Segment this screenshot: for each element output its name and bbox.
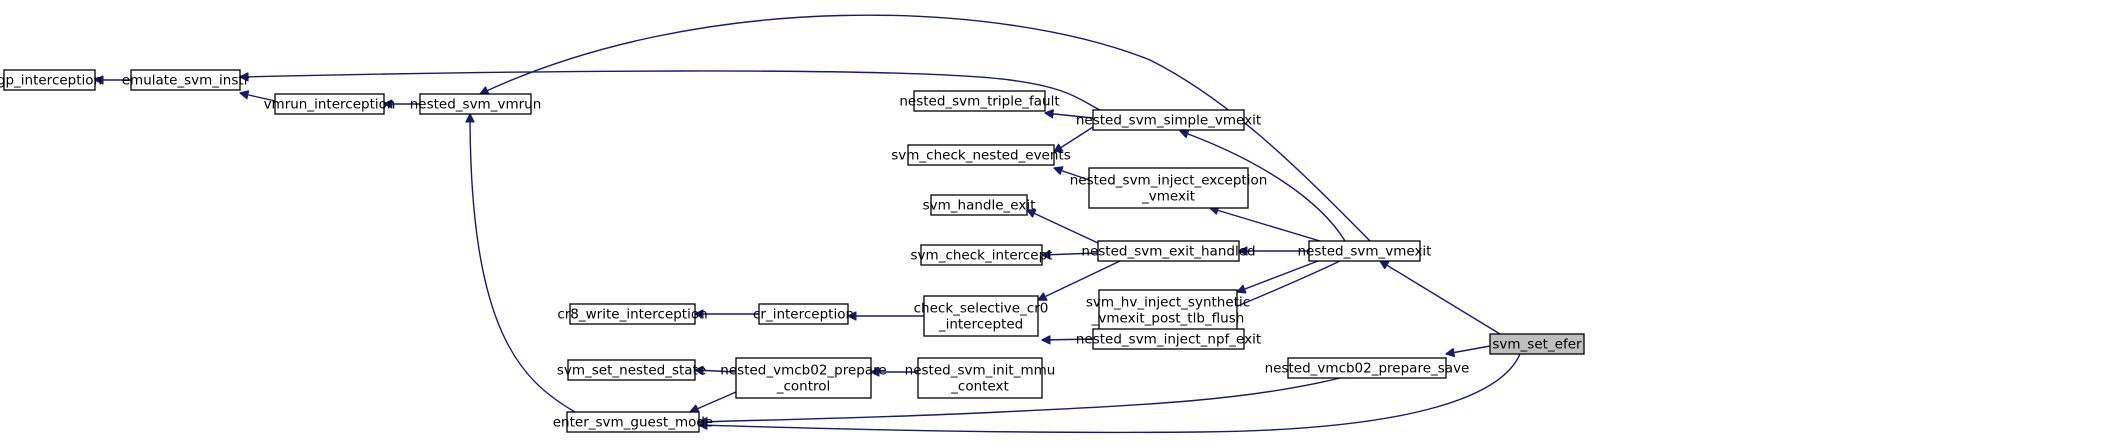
node-nested-svm-triple-fault[interactable]: nested_svm_triple_fault (899, 90, 1060, 112)
node-box (735, 357, 872, 399)
node-box (3, 69, 96, 91)
node-label: svm_check_intercept (911, 248, 1053, 264)
node-nested-svm-inject-npf-exit[interactable]: nested_svm_inject_npf_exit (1076, 328, 1261, 350)
node-box (1088, 167, 1249, 209)
node-box (1098, 289, 1238, 331)
node-label: cr8_write_interception (557, 307, 707, 323)
node-label: nested_svm_inject_npf_exit (1076, 332, 1261, 348)
node-label: svm_check_nested_events (891, 148, 1071, 164)
node-box (569, 303, 696, 325)
node-label: _vmexit_post_tlb_flush (1091, 311, 1245, 327)
node-label: vmrun_interception (264, 97, 396, 113)
node-label: nested_svm_init_mmu (905, 363, 1056, 379)
edge-nested_svm_simple_vmexit-to-svm_check_nested_events (1054, 126, 1094, 152)
node-label: _control (776, 379, 831, 395)
node-svm-handle-exit[interactable]: svm_handle_exit (923, 194, 1036, 216)
node-label: nested_svm_inject_exception (1070, 173, 1268, 189)
node-layer: gp_interception emulate_svm_instr vmrun_in… (0, 69, 1585, 433)
edge-nested_svm_simple_vmexit-to-nested_svm_triple_fault (1045, 113, 1094, 119)
node-label: nested_svm_exit_handled (1081, 244, 1255, 260)
node-label: svm_set_efer (1492, 337, 1582, 353)
edge-nested_svm_exit_handled-to-check_selective_cr0_intercepted (1038, 260, 1121, 300)
node-label: nested_svm_vmexit (1298, 244, 1432, 260)
node-label: svm_handle_exit (923, 198, 1036, 214)
node-box (917, 357, 1043, 399)
node-enter-svm-guest-mode[interactable]: enter_svm_guest_mode (553, 411, 713, 433)
edge-nested_svm_vmexit-to-svm_hv_inject_synthetic_vmexit_post_tlb_flush (1237, 260, 1319, 292)
node-vmrun-interception[interactable]: vmrun_interception (264, 93, 396, 115)
node-label: nested_vmcb02_prepare (720, 363, 886, 379)
node-gp-interception[interactable]: gp_interception (0, 69, 102, 91)
node-nested-svm-exit-handled[interactable]: nested_svm_exit_handled (1081, 240, 1256, 262)
node-svm-hv-inject-synthetic-vmexit-post-tlb-flush[interactable]: svm_hv_inject_synthetic_vmexit_post_tlb_… (1086, 289, 1250, 331)
edge-layer (95, 14, 1521, 434)
node-label: nested_svm_triple_fault (899, 94, 1059, 110)
node-label: svm_set_nested_state (557, 363, 706, 379)
node-check-selective-cr0-intercepted[interactable]: check_selective_cr0_intercepted (914, 295, 1049, 337)
edge-nested_vmcb02_prepare_control-to-svm_set_nested_state (695, 370, 737, 372)
node-box (1092, 328, 1245, 350)
node-svm-set-nested-state[interactable]: svm_set_nested_state (557, 359, 706, 381)
node-nested-svm-simple-vmexit[interactable]: nested_svm_simple_vmexit (1076, 109, 1261, 131)
node-label: nested_svm_vmrun (410, 97, 542, 113)
node-nested-svm-init-mmu-context[interactable]: nested_svm_init_mmu_context (905, 357, 1056, 399)
node-label: _intercepted (938, 317, 1023, 333)
node-box (1489, 333, 1585, 355)
node-label: enter_svm_guest_mode (553, 415, 713, 431)
node-label: _vmexit (1141, 189, 1195, 205)
edge-svm_set_efer-to-nested_vmcb02_prepare_save (1446, 345, 1491, 354)
node-nested-svm-inject-exception-vmexit[interactable]: nested_svm_inject_exception_vmexit (1070, 167, 1268, 209)
node-nested-vmcb02-prepare-control[interactable]: nested_vmcb02_prepare_control (720, 357, 887, 399)
node-label: gp_interception (0, 73, 102, 89)
node-svm-set-efer[interactable]: svm_set_efer (1489, 333, 1585, 355)
edge-nested_svm_simple_vmexit-to-emulate_svm_instr (240, 70, 1101, 111)
edge-nested_svm_inject_npf_exit-to-nested_svm_init_mmu_context (1042, 339, 1094, 340)
node-label: _context (950, 379, 1009, 395)
node-emulate-svm-instr[interactable]: emulate_svm_instr (122, 69, 250, 91)
edge-enter_svm_guest_mode-to-nested_svm_vmrun (470, 114, 576, 413)
node-label: cr_interception (753, 307, 854, 323)
node-box (1287, 357, 1447, 379)
node-cr8-write-interception[interactable]: cr8_write_interception (557, 303, 708, 325)
edge-svm_set_efer-to-enter_svm_guest_mode (699, 353, 1521, 434)
node-box (923, 295, 1039, 337)
edge-nested_vmcb02_prepare_save-to-enter_svm_guest_mode (699, 377, 1341, 422)
node-nested-vmcb02-prepare-save[interactable]: nested_vmcb02_prepare_save (1265, 357, 1470, 379)
node-box (1092, 109, 1245, 131)
node-nested-svm-vmrun[interactable]: nested_svm_vmrun (410, 93, 542, 115)
edge-vmrun_interception-to-emulate_svm_instr (240, 93, 276, 102)
edge-nested_svm_exit_handled-to-svm_check_intercept (1042, 253, 1099, 255)
edge-nested_svm_vmexit-to-nested_svm_vmrun (480, 14, 1371, 242)
edge-nested_svm_vmexit-to-nested_svm_inject_exception_vmexit (1210, 208, 1321, 242)
node-box (567, 359, 696, 381)
node-cr-interception[interactable]: cr_interception (753, 303, 854, 325)
node-svm-check-nested-events[interactable]: svm_check_nested_events (891, 144, 1071, 166)
edge-nested_svm_exit_handled-to-svm_handle_exit (1027, 210, 1099, 244)
node-label: nested_svm_simple_vmexit (1076, 113, 1261, 129)
node-box (758, 303, 849, 325)
node-label: check_selective_cr0 (914, 301, 1049, 317)
node-svm-check-intercept[interactable]: svm_check_intercept (911, 244, 1053, 266)
edge-nested_svm_inject_exception_vmexit-to-svm_check_nested_events (1054, 168, 1090, 181)
edge-nested_svm_vmexit-to-nested_svm_simple_vmexit (1180, 131, 1346, 242)
node-box (930, 194, 1028, 216)
node-box (274, 93, 385, 115)
node-box (913, 90, 1046, 112)
edge-nested_vmcb02_prepare_control-to-enter_svm_guest_mode (690, 391, 737, 412)
node-box (920, 244, 1043, 266)
node-box (130, 69, 241, 91)
node-label: nested_vmcb02_prepare_save (1265, 361, 1470, 377)
node-box (1097, 240, 1240, 262)
node-nested-svm-vmexit[interactable]: nested_svm_vmexit (1298, 240, 1432, 262)
node-label: emulate_svm_instr (122, 73, 250, 89)
node-box (566, 411, 700, 433)
node-box (907, 144, 1055, 166)
node-label: svm_hv_inject_synthetic (1086, 295, 1250, 311)
edge-svm_set_efer-to-nested_svm_vmexit (1380, 261, 1501, 335)
node-box (419, 93, 532, 115)
node-box (1308, 240, 1421, 262)
